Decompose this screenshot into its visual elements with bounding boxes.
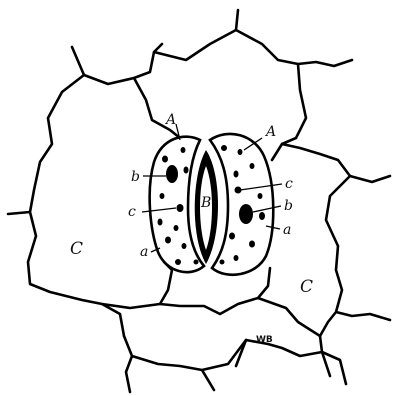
chloroplast bbox=[184, 167, 189, 174]
chloroplast bbox=[220, 260, 225, 265]
chloroplast bbox=[221, 145, 227, 151]
chloroplast bbox=[158, 219, 163, 226]
chloroplast bbox=[165, 237, 171, 244]
chloroplast bbox=[249, 241, 255, 248]
nucleus-left bbox=[166, 165, 178, 183]
label-epidermal-cell-left: C bbox=[70, 239, 83, 259]
cell-wall-top-middle bbox=[134, 78, 180, 138]
cell-wall-left-cell bbox=[8, 75, 172, 336]
label-nucleus-left: b bbox=[131, 169, 140, 185]
chloroplast bbox=[162, 156, 168, 163]
chloroplast bbox=[175, 259, 181, 265]
chloroplast bbox=[194, 260, 199, 265]
guard-cell-right bbox=[210, 134, 273, 275]
chloroplast bbox=[259, 212, 265, 220]
label-cytoplasm-left: a bbox=[140, 244, 148, 260]
chloroplast bbox=[174, 225, 179, 231]
nucleus-right bbox=[239, 204, 253, 224]
chloroplast bbox=[234, 171, 239, 178]
label-epidermal-cell-right: C bbox=[300, 277, 313, 297]
chloroplast bbox=[238, 149, 243, 155]
chloroplast bbox=[182, 243, 187, 249]
chloroplast bbox=[250, 163, 255, 169]
label-guard-cell-left: A bbox=[164, 112, 176, 128]
label-chloroplast-right: c bbox=[285, 176, 293, 192]
chloroplast bbox=[160, 193, 165, 199]
chloroplast bbox=[234, 255, 239, 261]
artist-signature: WB bbox=[256, 335, 273, 345]
chloroplast bbox=[181, 147, 186, 153]
label-chloroplast-left: c bbox=[128, 204, 136, 220]
label-pore: B bbox=[200, 195, 211, 211]
chloroplast bbox=[258, 193, 263, 199]
guard-cell-right-body bbox=[210, 134, 273, 275]
label-nucleus-right: b bbox=[284, 198, 293, 214]
label-guard-cell-right: A bbox=[264, 124, 276, 140]
label-cytoplasm-right: a bbox=[283, 222, 291, 238]
chloroplast bbox=[229, 233, 235, 240]
chloroplast bbox=[177, 204, 184, 212]
